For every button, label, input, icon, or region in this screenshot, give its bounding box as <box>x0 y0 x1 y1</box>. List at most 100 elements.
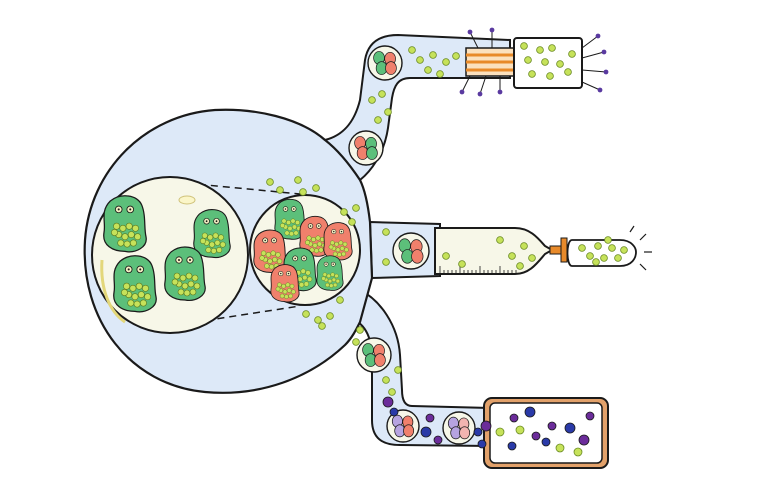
bead-particle-icon <box>294 176 302 184</box>
red-cell-icon <box>253 229 287 274</box>
bead-particle-icon <box>524 56 532 64</box>
bead-particle-icon <box>480 420 492 432</box>
bead-particle-icon <box>384 108 392 116</box>
bead-particle-icon <box>509 413 519 423</box>
bead-particle-icon <box>276 186 284 194</box>
bead-particle-icon <box>541 437 551 447</box>
bead-particle-icon <box>382 376 390 384</box>
bead-particle-icon <box>604 236 612 244</box>
bead-particle-icon <box>568 50 576 58</box>
bead-particle-icon <box>528 254 536 262</box>
bead-particle-icon <box>424 66 432 74</box>
bead-particle-icon <box>336 296 344 304</box>
bead-particle-icon <box>374 116 382 124</box>
bead-particle-icon <box>547 421 557 431</box>
bead-particle-icon <box>508 252 516 260</box>
bead-particle-icon <box>420 426 432 438</box>
bead-particle-icon <box>573 447 583 457</box>
bead-particle-icon <box>546 72 554 80</box>
bead-particle-icon <box>608 244 616 252</box>
green-cell-icon <box>164 246 206 301</box>
bead-particle-icon <box>536 46 544 54</box>
bead-particle-icon <box>496 236 504 244</box>
bead-particle-icon <box>564 68 572 76</box>
bead-particle-icon <box>442 58 450 66</box>
bead-particle-icon <box>473 427 483 437</box>
bead-particle-icon <box>452 52 460 60</box>
bead-particle-icon <box>548 44 556 52</box>
bead-particle-icon <box>326 312 334 320</box>
bead-particle-icon <box>516 262 524 270</box>
bead-particle-icon <box>340 208 348 216</box>
bead-particle-icon <box>389 407 399 417</box>
bead-particle-icon <box>382 228 390 236</box>
bead-particle-icon <box>382 396 394 408</box>
bead-particle-icon <box>429 51 437 59</box>
bead-particle-icon <box>348 218 356 226</box>
bead-particle-icon <box>555 443 565 453</box>
bead-particle-icon <box>520 42 528 50</box>
small-vesicle <box>442 411 476 445</box>
bead-particle-icon <box>408 46 416 54</box>
syringe-icon <box>434 225 652 275</box>
bead-particle-icon <box>299 188 307 196</box>
bead-particle-icon <box>614 254 622 262</box>
bead-particle-icon <box>620 246 628 254</box>
green-cell-icon <box>193 209 231 259</box>
bead-particle-icon <box>458 260 466 268</box>
bead-particle-icon <box>314 316 322 324</box>
bead-particle-icon <box>442 252 450 260</box>
bead-particle-icon <box>578 434 590 446</box>
zoom-lines <box>169 181 301 327</box>
bead-particle-icon <box>378 90 386 98</box>
bead-particle-icon <box>520 242 528 250</box>
bead-particle-icon <box>528 70 536 78</box>
bead-particle-icon <box>477 439 487 449</box>
bead-particle-icon <box>416 56 424 64</box>
bead-particle-icon <box>425 413 435 423</box>
bead-particle-icon <box>594 242 602 250</box>
bead-particle-icon <box>312 184 320 192</box>
bead-particle-icon <box>382 258 390 266</box>
bead-particle-icon <box>318 322 326 330</box>
green-cell-icon <box>316 255 344 291</box>
green-cell-icon <box>103 195 147 253</box>
green-cell-icon <box>113 255 157 313</box>
small-vesicle <box>386 409 420 443</box>
bead-particle-icon <box>585 411 595 421</box>
bead-particle-icon <box>388 388 396 396</box>
left-cell-group <box>103 195 231 313</box>
bead-particle-group <box>266 42 628 457</box>
bead-particle-icon <box>356 326 364 334</box>
red-cell-icon <box>270 264 300 303</box>
bead-particle-icon <box>586 252 594 260</box>
bead-particle-icon <box>592 258 600 266</box>
bead-particle-icon <box>524 406 536 418</box>
bead-particle-icon <box>436 70 444 78</box>
bead-particle-icon <box>541 58 549 66</box>
small-vesicle <box>367 45 403 81</box>
right-cell-group <box>253 198 353 303</box>
bead-particle-icon <box>495 427 505 437</box>
bead-particle-icon <box>515 425 525 435</box>
bead-particle-icon <box>394 366 402 374</box>
bead-particle-icon <box>564 422 576 434</box>
red-cell-icon <box>299 215 331 257</box>
bead-particle-icon <box>352 338 360 346</box>
bead-particle-icon <box>556 60 564 68</box>
bead-particle-icon <box>600 254 608 262</box>
filter-wires <box>459 27 609 97</box>
bead-particle-icon <box>352 204 360 212</box>
bead-particle-icon <box>302 310 310 318</box>
bead-particle-icon <box>578 244 586 252</box>
red-cell-icon <box>323 222 353 261</box>
small-vesicle <box>392 232 430 270</box>
small-vesicle <box>356 337 392 373</box>
bead-particle-icon <box>531 431 541 441</box>
bead-particle-icon <box>368 96 376 104</box>
small-vesicle <box>348 130 384 166</box>
bead-particle-icon <box>433 435 443 445</box>
syringe-scale <box>439 225 652 274</box>
